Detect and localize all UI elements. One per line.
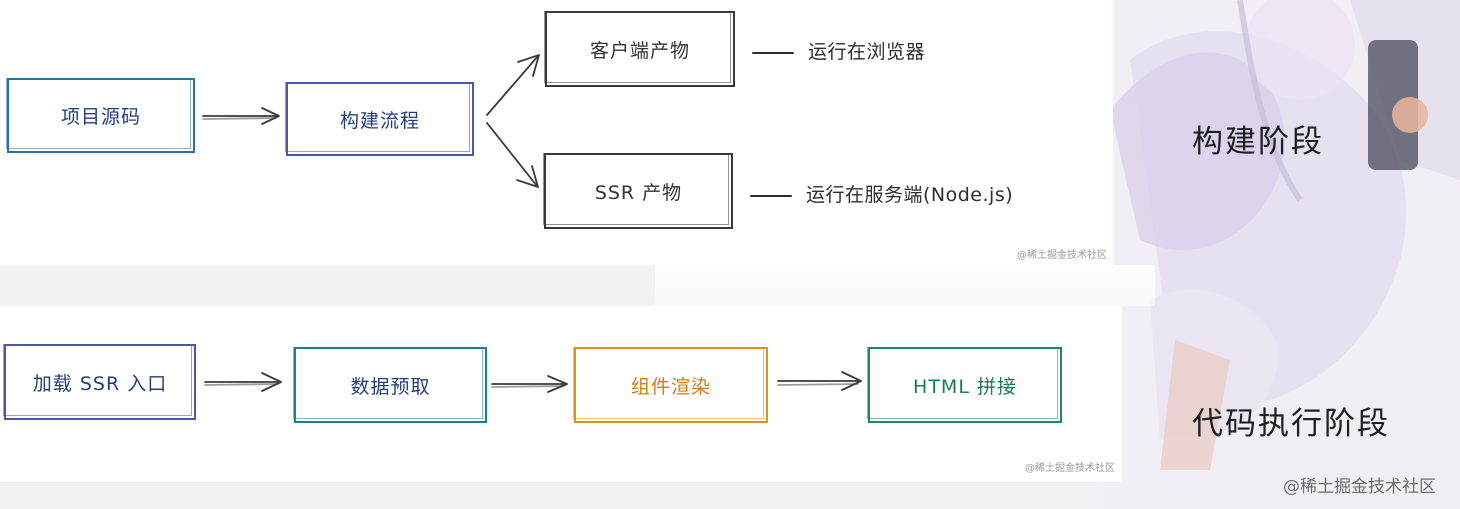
stage-label-runtime: 代码执行阶段 (1192, 406, 1390, 442)
node-component-render: 组件渲染 (573, 347, 768, 423)
node-load-ssr-entry: 加载 SSR 入口 (3, 344, 196, 420)
build-panel-watermark: @稀土掘金技术社区 (1017, 250, 1107, 261)
note-connector (752, 51, 794, 54)
stage-label-build: 构建阶段 (1192, 124, 1324, 160)
node-label: 构建流程 (339, 109, 420, 132)
note-server: 运行在服务端(Node.js) (750, 180, 1013, 207)
note-text: 运行在服务端(Node.js) (806, 184, 1014, 206)
node-label: 客户端产物 (589, 39, 690, 62)
node-html-join: HTML 拼接 (867, 347, 1062, 423)
node-label: 加载 SSR 入口 (32, 372, 168, 395)
note-text: 运行在浏览器 (808, 41, 926, 63)
node-project-source: 项目源码 (6, 78, 195, 153)
node-ssr-output: SSR 产物 (543, 153, 733, 229)
note-connector (750, 194, 792, 197)
node-label: 数据预取 (350, 375, 431, 398)
build-diagram-panel (0, 0, 1113, 265)
node-data-prefetch: 数据预取 (293, 347, 487, 423)
note-client: 运行在浏览器 (752, 37, 925, 64)
panel-gap (655, 265, 1155, 306)
node-label: HTML 拼接 (913, 375, 1017, 398)
node-label: SSR 产物 (594, 181, 683, 204)
runtime-diagram-panel (0, 306, 1122, 482)
footer-watermark: @稀土掘金技术社区 (1283, 477, 1436, 497)
node-label: 组件渲染 (630, 375, 711, 398)
node-client-output: 客户端产物 (544, 11, 735, 87)
runtime-panel-watermark: @稀土掘金技术社区 (1025, 463, 1115, 474)
node-label: 项目源码 (60, 106, 141, 128)
node-build-flow: 构建流程 (285, 82, 474, 156)
